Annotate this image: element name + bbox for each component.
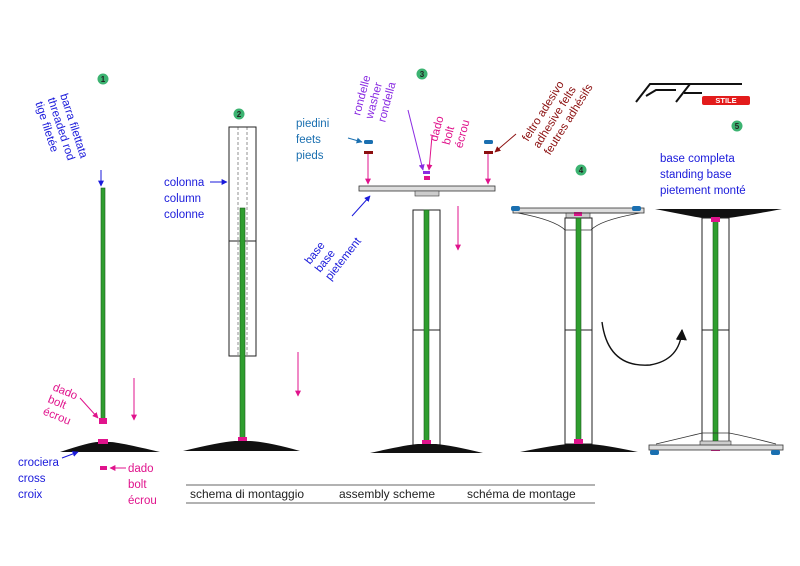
svg-text:5: 5: [735, 122, 740, 131]
svg-text:crociera: crociera: [18, 457, 60, 469]
nut-label-3: dado bolt écrou: [428, 115, 472, 150]
base-label: base base pietement: [303, 235, 365, 283]
svg-text:colonna: colonna: [164, 177, 205, 189]
svg-text:colonne: colonne: [164, 209, 204, 221]
svg-text:base completa: base completa: [660, 153, 735, 165]
svg-text:cross: cross: [18, 473, 46, 485]
svg-text:bolt: bolt: [441, 124, 458, 146]
cross-base: [60, 442, 160, 452]
washer-label: rondelle washer rondella: [351, 74, 398, 123]
svg-text:écrou: écrou: [128, 495, 157, 507]
svg-text:écrou: écrou: [453, 119, 472, 150]
brand-logo: STILE: [635, 83, 750, 105]
step-badge-3: 3: [416, 68, 428, 80]
caption-en: assembly scheme: [339, 487, 435, 501]
step-badge-4: 4: [575, 164, 587, 176]
nut-label-1: dado bolt écrou: [41, 382, 79, 428]
step-badge-5: 5: [731, 120, 743, 132]
inverted-cross: [655, 209, 782, 218]
rod-nut: [99, 418, 107, 424]
svg-text:standing base: standing base: [660, 169, 732, 181]
step2-group: colonna column colonne: [164, 126, 301, 451]
step5-group: base completa standing base pietement mo…: [648, 153, 784, 455]
svg-text:feets: feets: [296, 134, 321, 146]
svg-text:dado: dado: [128, 463, 154, 475]
loose-nut: [100, 466, 107, 470]
top-plate: [358, 185, 496, 192]
column-label: colonna column colonne: [164, 177, 205, 221]
caption-fr: schéma de montage: [467, 487, 576, 501]
cross-label: crociera cross croix: [18, 457, 60, 501]
step4-group: [511, 206, 645, 452]
felt-label: feltro adesivo adhesive felts feutres ad…: [520, 79, 595, 157]
rotate-arrow: [601, 321, 687, 366]
threaded-rod: [100, 187, 106, 421]
svg-text:STILE: STILE: [715, 96, 736, 105]
svg-text:2: 2: [237, 110, 242, 119]
feet-label: piedini feets pieds: [296, 118, 329, 162]
svg-text:croix: croix: [18, 489, 43, 501]
svg-text:4: 4: [579, 166, 584, 175]
svg-text:3: 3: [420, 70, 425, 79]
step-badge-1: 1: [97, 73, 109, 85]
complete-base-label: base completa standing base pietement mo…: [660, 153, 746, 197]
caption: schema di montaggio assembly scheme sché…: [186, 484, 595, 504]
nut-label-2: dado bolt écrou: [128, 463, 157, 507]
svg-text:column: column: [164, 193, 201, 205]
step1-group: barra filettata threaded rod tige fileté…: [18, 92, 160, 507]
svg-text:piedini: piedini: [296, 118, 329, 130]
svg-text:pietement monté: pietement monté: [660, 185, 746, 197]
step3-group: piedini feets pieds rondelle washer rond…: [296, 74, 596, 453]
svg-text:pieds: pieds: [296, 150, 324, 162]
step-badge-2: 2: [233, 108, 245, 120]
svg-text:1: 1: [101, 75, 106, 84]
caption-it: schema di montaggio: [190, 487, 304, 501]
rod-label: barra filettata threaded rod tige fileté…: [32, 92, 89, 162]
svg-text:bolt: bolt: [128, 479, 147, 491]
